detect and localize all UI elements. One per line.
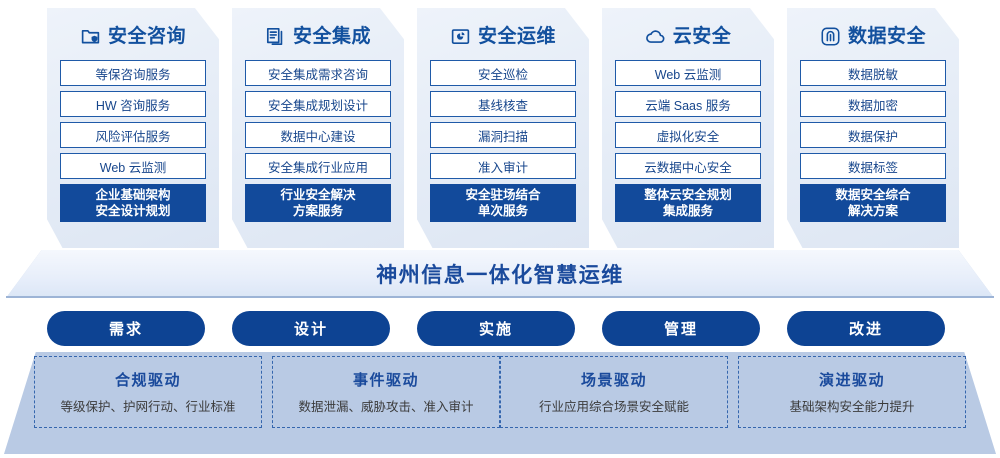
- pillar-footer[interactable]: 安全驻场结合 单次服务: [430, 184, 576, 222]
- pillars-section: 安全咨询 等保咨询服务 HW 咨询服务 风险评估服务 Web 云监测 企业基础架…: [47, 8, 959, 248]
- pillar-header: 安全运维: [430, 8, 576, 60]
- pillar-item[interactable]: Web 云监测: [615, 60, 761, 86]
- pillar-item[interactable]: 风险评估服务: [60, 122, 206, 148]
- pillar-item[interactable]: 准入审计: [430, 153, 576, 179]
- driver-subtitle: 基础架构安全能力提升: [789, 400, 915, 414]
- driver-incident[interactable]: 事件驱动 数据泄漏、威胁攻击、准入审计: [272, 356, 500, 428]
- fingerprint-icon: [820, 26, 841, 47]
- pillar-footer[interactable]: 整体云安全规划 集成服务: [615, 184, 761, 222]
- pillar-title: 数据安全: [847, 25, 926, 47]
- pillar-item[interactable]: 安全集成行业应用: [245, 153, 391, 179]
- driver-title: 场景驱动: [580, 372, 647, 389]
- lifecycle-stages: 需求 设计 实施 管理 改进: [0, 311, 1000, 349]
- banner-underline: [6, 296, 994, 298]
- pillar-footer-line: 单次服务: [477, 204, 528, 218]
- stage-pill-design[interactable]: 设计: [232, 311, 390, 346]
- pillar-footer[interactable]: 数据安全综合 解决方案: [800, 184, 946, 222]
- pillar-title: 安全咨询: [107, 25, 186, 47]
- pillar-item[interactable]: 云数据中心安全: [615, 153, 761, 179]
- pillar-footer-line: 整体云安全规划: [644, 188, 732, 202]
- pillar-header: 数据安全: [800, 8, 946, 60]
- stage-pill-management[interactable]: 管理: [602, 311, 760, 346]
- pillar-footer-line: 方案服务: [292, 204, 343, 218]
- pillar-item[interactable]: 虚拟化安全: [615, 122, 761, 148]
- stage-pill-improvement[interactable]: 改进: [787, 311, 945, 346]
- pillar-footer-line: 企业基础架构: [95, 188, 171, 202]
- driver-title: 合规驱动: [114, 372, 181, 389]
- documents-copy-icon: [265, 26, 286, 47]
- pillar-footer-line: 解决方案: [847, 204, 898, 218]
- pillar-security-integration[interactable]: 安全集成 安全集成需求咨询 安全集成规划设计 数据中心建设 安全集成行业应用 行…: [232, 8, 404, 248]
- pillar-data-security[interactable]: 数据安全 数据脱敏 数据加密 数据保护 数据标签 数据安全综合 解决方案: [787, 8, 959, 248]
- pillar-item[interactable]: Web 云监测: [60, 153, 206, 179]
- pillar-title: 安全集成: [292, 25, 371, 47]
- pillar-header: 云安全: [615, 8, 761, 60]
- driver-compliance[interactable]: 合规驱动 等级保护、护网行动、行业标准: [34, 356, 262, 428]
- pillar-item[interactable]: 数据标签: [800, 153, 946, 179]
- pillar-item[interactable]: 基线核查: [430, 91, 576, 117]
- pillar-header: 安全集成: [245, 8, 391, 60]
- pillar-header: 安全咨询: [60, 8, 206, 60]
- pillar-title: 安全运维: [477, 25, 556, 47]
- stage-pill-implementation[interactable]: 实施: [417, 311, 575, 346]
- pillar-footer-line: 行业安全解决: [280, 188, 356, 202]
- folder-chart-icon: [450, 26, 471, 47]
- pillar-item[interactable]: 数据中心建设: [245, 122, 391, 148]
- pillar-footer[interactable]: 企业基础架构 安全设计规划: [60, 184, 206, 222]
- pillar-security-consulting[interactable]: 安全咨询 等保咨询服务 HW 咨询服务 风险评估服务 Web 云监测 企业基础架…: [47, 8, 219, 248]
- pillar-title: 云安全: [672, 25, 732, 47]
- pillar-footer-line: 安全设计规划: [95, 204, 171, 218]
- driver-scenario[interactable]: 场景驱动 行业应用综合场景安全赋能: [500, 356, 728, 428]
- platform-banner-title: 神州信息一体化智慧运维: [376, 264, 624, 287]
- stage-pill-demand[interactable]: 需求: [47, 311, 205, 346]
- driver-subtitle: 等级保护、护网行动、行业标准: [60, 400, 236, 414]
- driver-subtitle: 行业应用综合场景安全赋能: [538, 400, 689, 414]
- pillar-item[interactable]: 等保咨询服务: [60, 60, 206, 86]
- pillar-item[interactable]: 安全集成规划设计: [245, 91, 391, 117]
- pillar-item[interactable]: 数据脱敏: [800, 60, 946, 86]
- folder-shield-icon: [80, 26, 101, 47]
- pillar-item[interactable]: 安全巡检: [430, 60, 576, 86]
- pillar-cloud-security[interactable]: 云安全 Web 云监测 云端 Saas 服务 虚拟化安全 云数据中心安全 整体云…: [602, 8, 774, 248]
- drivers-section: 合规驱动 等级保护、护网行动、行业标准 事件驱动 数据泄漏、威胁攻击、准入审计 …: [0, 356, 1000, 450]
- cloud-icon: [645, 26, 666, 47]
- driver-title: 事件驱动: [352, 372, 419, 389]
- pillar-footer[interactable]: 行业安全解决 方案服务: [245, 184, 391, 222]
- pillar-item[interactable]: 安全集成需求咨询: [245, 60, 391, 86]
- pillar-footer-line: 数据安全综合: [835, 188, 911, 202]
- driver-evolution[interactable]: 演进驱动 基础架构安全能力提升: [738, 356, 966, 428]
- pillar-footer-line: 集成服务: [662, 204, 713, 218]
- pillar-footer-line: 安全驻场结合: [465, 188, 541, 202]
- pillar-security-operations[interactable]: 安全运维 安全巡检 基线核查 漏洞扫描 准入审计 安全驻场结合 单次服务: [417, 8, 589, 248]
- driver-title: 演进驱动: [818, 372, 885, 389]
- platform-banner: 神州信息一体化智慧运维: [6, 250, 994, 298]
- pillar-item[interactable]: HW 咨询服务: [60, 91, 206, 117]
- pillar-item[interactable]: 数据加密: [800, 91, 946, 117]
- pillar-item[interactable]: 云端 Saas 服务: [615, 91, 761, 117]
- pillar-item[interactable]: 漏洞扫描: [430, 122, 576, 148]
- driver-subtitle: 数据泄漏、威胁攻击、准入审计: [298, 400, 474, 414]
- pillar-item[interactable]: 数据保护: [800, 122, 946, 148]
